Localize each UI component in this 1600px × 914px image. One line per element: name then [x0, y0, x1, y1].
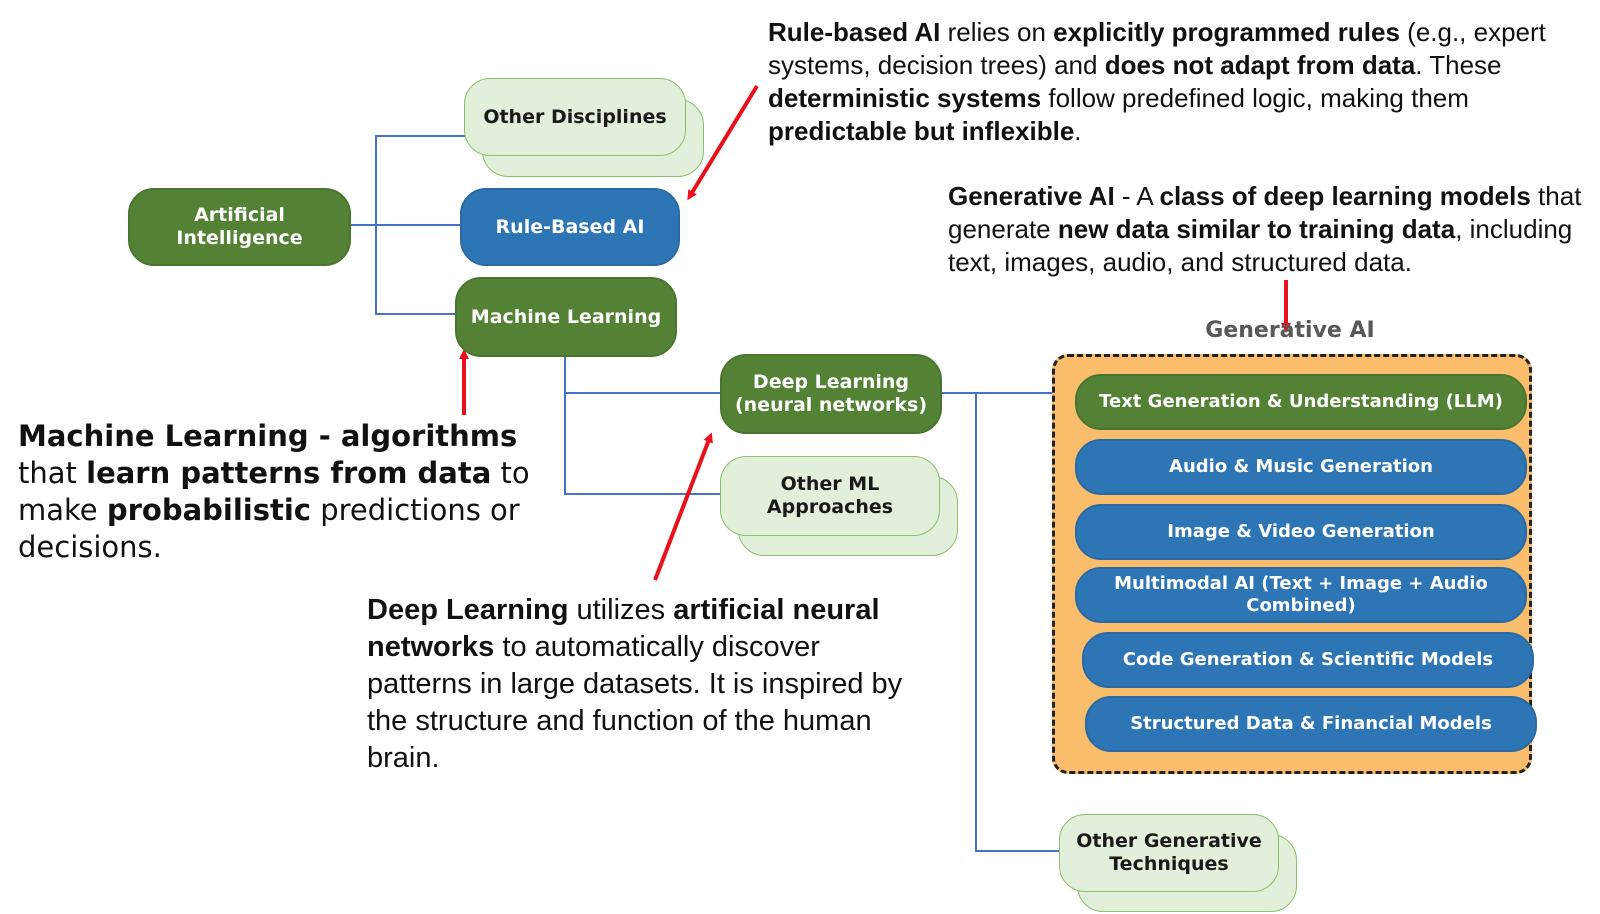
- node-artificial-intelligence: Artificial Intelligence: [128, 188, 351, 266]
- note-text: .: [1074, 116, 1082, 146]
- note-emphasis: does not adapt from data: [1104, 50, 1416, 80]
- gen-item-multimodal: Multimodal AI (Text + Image + Audio Comb…: [1075, 567, 1527, 623]
- note-text: , including text, images, audio, and str…: [948, 214, 1573, 277]
- note-text: relies on: [940, 17, 1054, 47]
- node-deep-learning: Deep Learning (neural networks): [720, 354, 942, 434]
- note-text: to automatically discover patterns in la…: [367, 631, 903, 774]
- node-other-ml-approaches: Other ML Approaches: [720, 456, 940, 536]
- note-text: to make: [18, 456, 530, 527]
- note-rule-based-ai: Rule-based AI relies on explicitly progr…: [768, 16, 1588, 148]
- note-emphasis: Rule-based AI: [768, 17, 941, 47]
- note-text: that generate: [948, 181, 1582, 244]
- node-machine-learning: Machine Learning: [455, 277, 677, 357]
- generative-ai-title: Generative AI: [1205, 318, 1375, 343]
- note-emphasis: new data similar to training data: [1057, 214, 1456, 244]
- note-emphasis: class of deep learning models: [1159, 181, 1531, 211]
- note-machine-learning: Machine Learning - algorithms that learn…: [18, 418, 538, 566]
- note-text: (e.g., expert systems, decision trees) a…: [768, 17, 1546, 80]
- connector-dl-other-generative: [975, 393, 1059, 852]
- node-rule-based-ai: Rule-Based AI: [460, 188, 680, 266]
- gen-item-code-scientific: Code Generation & Scientific Models: [1082, 632, 1534, 688]
- arrow-to-deep-learning: [653, 432, 713, 581]
- connector-ml-other-ml: [564, 393, 720, 495]
- connector-ai-other-disciplines: [351, 135, 465, 226]
- note-text: - A: [1114, 181, 1160, 211]
- note-text: that: [18, 456, 87, 490]
- note-text: follow predefined logic, making them: [1041, 83, 1469, 113]
- connector-ai-machine-learning: [375, 225, 457, 315]
- note-emphasis: probabilistic: [106, 493, 311, 527]
- note-text: utilizes: [568, 594, 674, 626]
- gen-item-image-video: Image & Video Generation: [1075, 504, 1527, 560]
- note-emphasis: explicitly programmed rules: [1053, 17, 1400, 47]
- node-other-generative-techniques: Other Generative Techniques: [1059, 814, 1279, 892]
- node-other-disciplines: Other Disciplines: [464, 78, 686, 156]
- note-text: . These: [1415, 50, 1502, 80]
- note-emphasis: predictable but inflexible: [768, 116, 1075, 146]
- note-deep-learning: Deep Learning utilizes artificial neural…: [367, 592, 927, 777]
- note-text: predictions or decisions.: [18, 493, 520, 564]
- gen-item-structured-financial: Structured Data & Financial Models: [1085, 696, 1537, 752]
- note-emphasis: deterministic systems: [768, 83, 1042, 113]
- note-emphasis: Generative AI: [948, 181, 1115, 211]
- note-emphasis: artificial neural networks: [367, 594, 880, 663]
- gen-item-audio-music: Audio & Music Generation: [1075, 439, 1527, 495]
- connector-ml-deep-learning: [564, 357, 720, 394]
- note-emphasis: Deep Learning: [367, 594, 569, 626]
- note-emphasis: learn patterns from data: [86, 456, 492, 490]
- note-generative-ai: Generative AI - A class of deep learning…: [948, 180, 1588, 279]
- arrow-to-rule-based: [687, 84, 759, 201]
- gen-item-text-generation: Text Generation & Understanding (LLM): [1075, 374, 1527, 430]
- note-emphasis: Machine Learning - algorithms: [18, 419, 518, 453]
